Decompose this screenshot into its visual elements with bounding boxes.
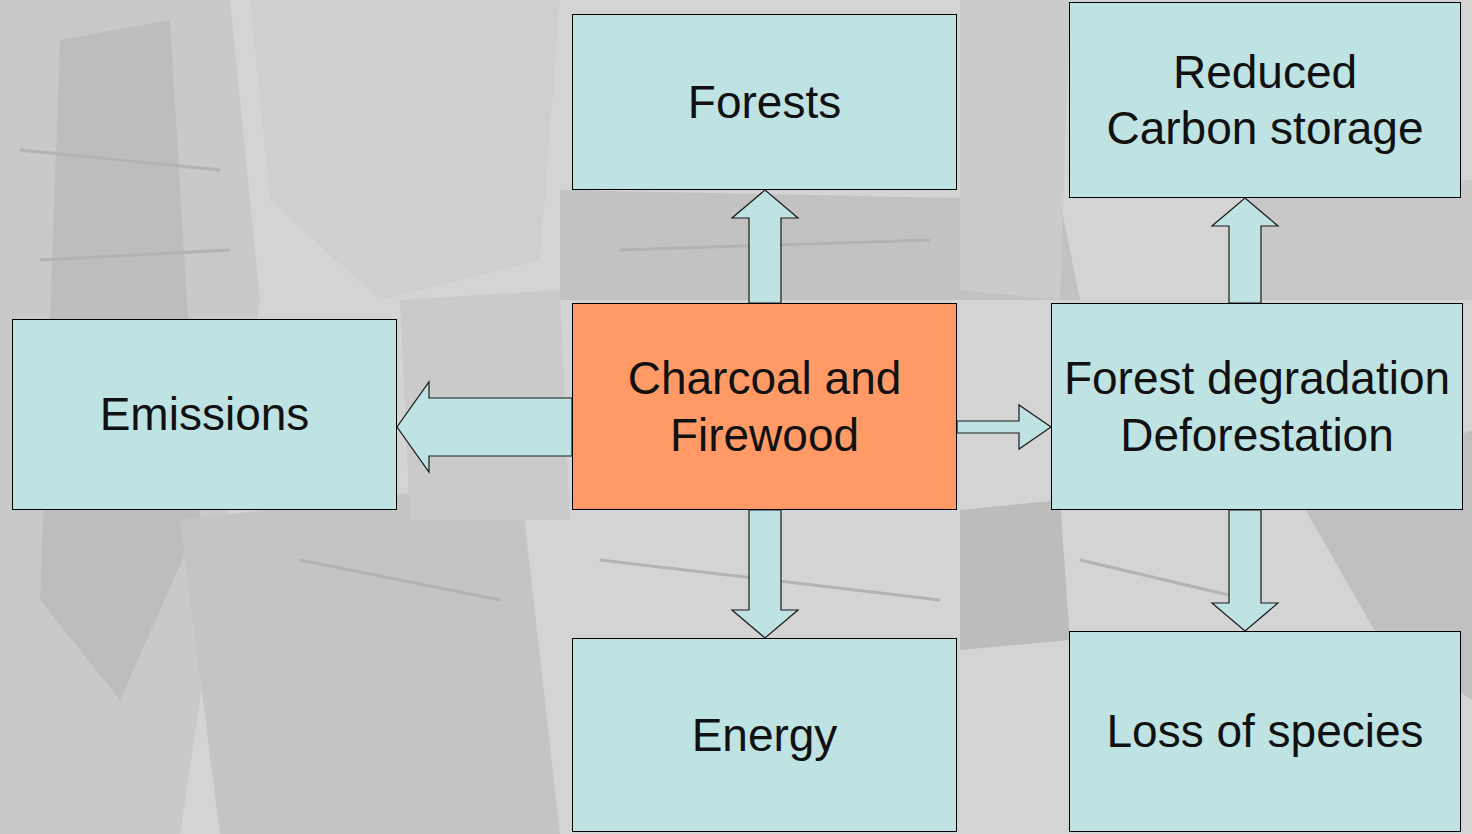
- node-label: Energy: [692, 707, 838, 763]
- node-label: Forests: [688, 74, 841, 130]
- charcoal-piece: [250, 0, 560, 300]
- effect-box: Forest degradation Deforestation: [1051, 303, 1463, 510]
- charcoal-piece: [960, 500, 1070, 650]
- block-arrow: [732, 190, 798, 303]
- node-label: Forest degradation Deforestation: [1059, 350, 1455, 462]
- effect-box: Loss of species: [1069, 631, 1461, 832]
- effect-box: Reduced Carbon storage: [1069, 2, 1461, 198]
- node-label: Reduced Carbon storage: [1100, 44, 1430, 156]
- block-arrow: [397, 382, 572, 472]
- central-box: Charcoal and Firewood: [572, 303, 957, 510]
- block-arrow: [1212, 198, 1278, 303]
- block-arrow: [957, 405, 1051, 449]
- node-label: Charcoal and Firewood: [585, 350, 945, 462]
- charcoal-piece: [1240, 180, 1472, 300]
- charcoal-piece: [180, 480, 560, 834]
- node-label: Emissions: [100, 386, 310, 442]
- node-label: Loss of species: [1106, 703, 1423, 759]
- effect-box: Emissions: [12, 319, 397, 510]
- charcoal-piece: [960, 0, 1070, 300]
- effect-box: Forests: [572, 14, 957, 190]
- effect-box: Energy: [572, 638, 957, 832]
- block-arrow: [1212, 510, 1278, 631]
- block-arrow: [732, 510, 798, 638]
